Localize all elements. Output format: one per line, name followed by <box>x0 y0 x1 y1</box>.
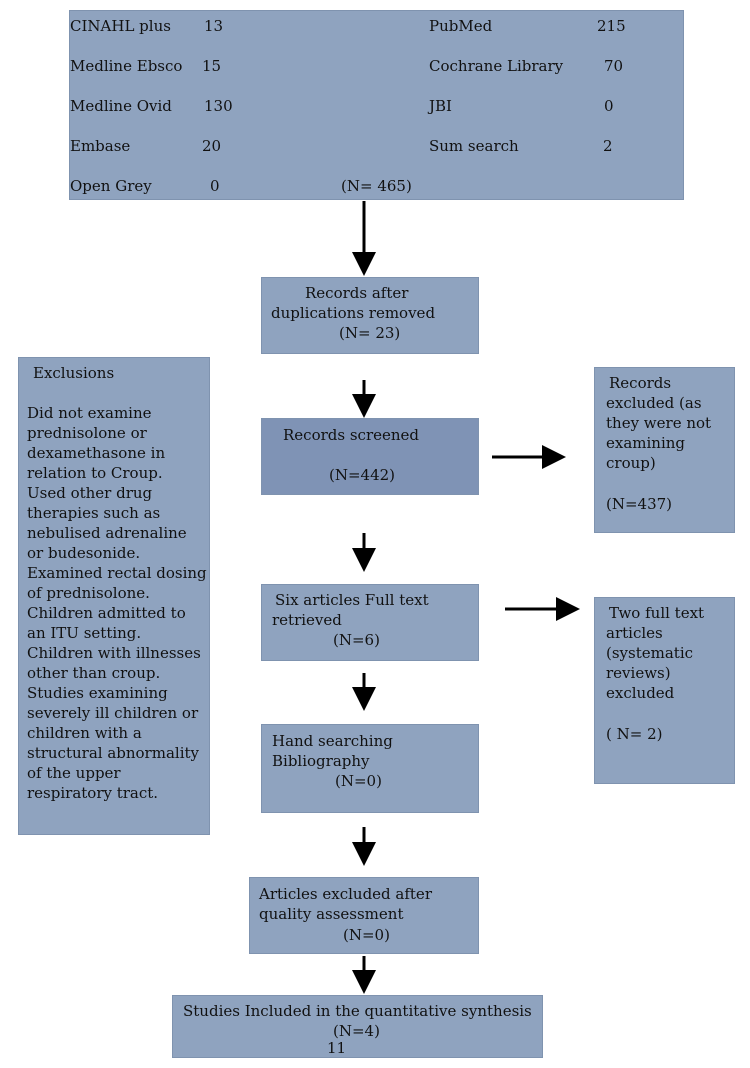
hand-search-box <box>261 724 479 813</box>
hand-search-count: (N=0) <box>335 772 382 790</box>
dedup-box <box>261 277 479 354</box>
source-name: Medline Ebsco <box>70 57 183 75</box>
excluded-records-line: Records <box>609 374 672 392</box>
exclusions-box <box>18 357 210 835</box>
source-count: 215 <box>597 17 626 35</box>
source-name: Medline Ovid <box>70 97 172 115</box>
exclusions-criteria: Did not examine prednisolone or dexameth… <box>27 404 207 802</box>
excluded-full-text-line: Two full text <box>609 604 705 622</box>
quality-line: Articles excluded after <box>259 885 432 903</box>
total-count: (N= 465) <box>341 177 412 195</box>
screened-count: (N=442) <box>329 466 396 484</box>
excluded-records-line: examining <box>606 434 686 452</box>
dedup-line: Records after <box>305 284 409 302</box>
excluded-records-line: they were not <box>606 414 712 432</box>
quality-line: quality assessment <box>259 905 404 923</box>
source-count: 15 <box>202 57 222 75</box>
source-name: Cochrane Library <box>429 57 564 75</box>
full-text-count: (N=6) <box>333 631 380 649</box>
exclusions-title: Exclusions <box>33 364 115 382</box>
source-name: CINAHL plus <box>70 17 171 35</box>
dedup-count: (N= 23) <box>339 324 401 342</box>
excluded-full-text-count: ( N= 2) <box>606 725 663 743</box>
excluded-records-box <box>594 367 735 533</box>
excluded-full-text-line: reviews) <box>606 664 671 682</box>
source-name: Open Grey <box>70 177 152 195</box>
source-count: 0 <box>604 97 614 115</box>
included-title: Studies Included in the quantitative syn… <box>183 1002 532 1020</box>
quality-count: (N=0) <box>343 926 390 944</box>
excluded-full-text-line: excluded <box>606 684 675 702</box>
excluded-full-text-line: articles <box>606 624 663 642</box>
source-count: 13 <box>204 17 224 35</box>
source-count: 2 <box>603 137 613 155</box>
dedup-line: duplications removed <box>271 304 436 322</box>
excluded-full-text-box <box>594 597 735 784</box>
source-name: Sum search <box>429 137 519 155</box>
hand-search-line: Hand searching <box>272 732 393 750</box>
excluded-full-text-line: (systematic <box>606 644 694 662</box>
excluded-records-count: (N=437) <box>606 495 673 513</box>
excluded-records-line: excluded (as <box>606 394 702 412</box>
quality-box <box>249 877 479 954</box>
source-count: 70 <box>604 57 624 75</box>
full-text-box <box>261 584 479 661</box>
source-count: 0 <box>210 177 220 195</box>
hand-search-line: Bibliography <box>272 752 370 770</box>
included-box <box>172 995 543 1058</box>
source-name: Embase <box>70 137 131 155</box>
page-number: 11 <box>327 1039 347 1057</box>
full-text-line: Six articles Full text <box>275 591 429 609</box>
full-text-line: retrieved <box>272 611 342 629</box>
excluded-records-line: croup) <box>606 454 656 472</box>
source-name: JBI <box>429 97 452 115</box>
records-screened-box <box>261 418 479 495</box>
screened-title: Records screened <box>283 426 420 444</box>
source-count: 130 <box>204 97 233 115</box>
source-count: 20 <box>202 137 222 155</box>
search-sources-box <box>69 10 684 200</box>
included-count: (N=4) <box>333 1022 380 1040</box>
source-name: PubMed <box>429 17 493 35</box>
